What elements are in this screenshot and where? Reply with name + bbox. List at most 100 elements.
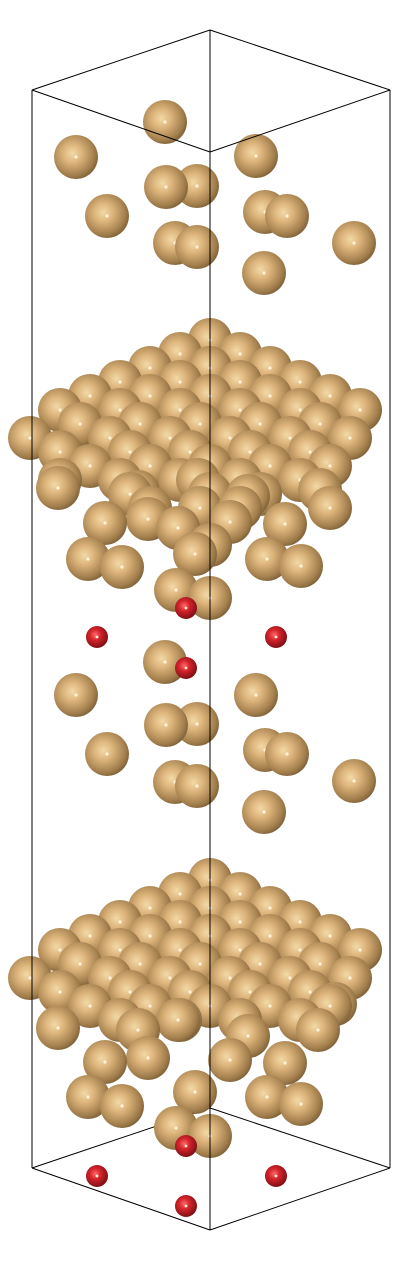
sphere-highlight: [88, 394, 92, 398]
sphere-highlight: [120, 1104, 124, 1108]
sphere-highlight: [248, 450, 252, 454]
sphere-highlight: [184, 666, 188, 670]
sphere-highlight: [138, 422, 142, 426]
sphere-highlight: [299, 564, 303, 568]
sphere-highlight: [238, 920, 242, 924]
sphere-highlight: [163, 120, 167, 124]
sphere-highlight: [193, 1090, 197, 1094]
sphere-highlight: [184, 606, 188, 610]
cell-edge: [31, 29, 211, 91]
sphere-highlight: [74, 155, 78, 159]
sphere-highlight: [274, 635, 278, 639]
cell-edge: [31, 89, 211, 153]
sphere-highlight: [86, 1095, 90, 1099]
sphere-highlight: [148, 934, 152, 938]
sphere-highlight: [352, 779, 356, 783]
sphere-highlight: [195, 184, 199, 188]
sphere-highlight: [268, 394, 272, 398]
sphere-highlight: [148, 394, 152, 398]
sphere-highlight: [328, 464, 332, 468]
cell-edge: [209, 89, 391, 153]
sphere-highlight: [120, 565, 124, 569]
sphere-highlight: [88, 1004, 92, 1008]
sphere-highlight: [28, 976, 32, 980]
sphere-highlight: [58, 948, 62, 952]
unit-cell-front-edges: [31, 29, 391, 1231]
sphere-highlight: [195, 722, 199, 726]
sphere-highlight: [118, 948, 122, 952]
sphere-highlight: [262, 271, 266, 275]
sphere-highlight: [168, 976, 172, 980]
sphere-highlight: [348, 976, 352, 980]
atoms-layer: [8, 100, 382, 1217]
sphere-highlight: [176, 526, 180, 530]
sphere-highlight: [174, 588, 178, 592]
sphere-highlight: [105, 752, 109, 756]
sphere-highlight: [238, 892, 242, 896]
sphere-highlight: [198, 962, 202, 966]
sphere-highlight: [86, 557, 90, 561]
sphere-highlight: [262, 810, 266, 814]
sphere-highlight: [308, 990, 312, 994]
sphere-highlight: [56, 1026, 60, 1030]
sphere-highlight: [148, 366, 152, 370]
sphere-highlight: [254, 693, 258, 697]
sphere-highlight: [328, 394, 332, 398]
sphere-highlight: [238, 948, 242, 952]
sphere-highlight: [348, 436, 352, 440]
cell-edge: [209, 1167, 391, 1231]
sphere-highlight: [328, 506, 332, 510]
sphere-highlight: [164, 185, 168, 189]
sphere-highlight: [268, 464, 272, 468]
sphere-highlight: [78, 962, 82, 966]
sphere-highlight: [103, 1060, 107, 1064]
sphere-highlight: [164, 723, 168, 727]
sphere-highlight: [258, 962, 262, 966]
sphere-highlight: [265, 1095, 269, 1099]
sphere-highlight: [228, 520, 232, 524]
sphere-highlight: [108, 436, 112, 440]
sphere-highlight: [352, 241, 356, 245]
sphere-highlight: [74, 693, 78, 697]
sphere-highlight: [358, 948, 362, 952]
sphere-highlight: [246, 1034, 250, 1038]
cell-edge: [209, 29, 391, 91]
sphere-highlight: [174, 1126, 178, 1130]
sphere-highlight: [88, 934, 92, 938]
sphere-highlight: [328, 934, 332, 938]
sphere-highlight: [318, 962, 322, 966]
sphere-highlight: [95, 1174, 99, 1178]
sphere-highlight: [298, 948, 302, 952]
sphere-highlight: [163, 660, 167, 664]
sphere-highlight: [268, 934, 272, 938]
sphere-highlight: [198, 506, 202, 510]
sphere-highlight: [184, 1144, 188, 1148]
sphere-highlight: [318, 422, 322, 426]
sphere-highlight: [288, 436, 292, 440]
sphere-highlight: [148, 464, 152, 468]
sphere-highlight: [283, 522, 287, 526]
sphere-highlight: [58, 408, 62, 412]
sphere-highlight: [188, 450, 192, 454]
sphere-highlight: [298, 920, 302, 924]
sphere-highlight: [178, 408, 182, 412]
sphere-highlight: [118, 408, 122, 412]
sphere-highlight: [108, 976, 112, 980]
sphere-highlight: [78, 422, 82, 426]
sphere-highlight: [316, 1028, 320, 1032]
sphere-highlight: [285, 214, 289, 218]
sphere-highlight: [168, 436, 172, 440]
sphere-highlight: [298, 408, 302, 412]
sphere-highlight: [128, 450, 132, 454]
sphere-highlight: [178, 352, 182, 356]
sphere-highlight: [308, 450, 312, 454]
sphere-highlight: [248, 990, 252, 994]
sphere-highlight: [88, 464, 92, 468]
sphere-highlight: [238, 408, 242, 412]
sphere-highlight: [299, 1102, 303, 1106]
sphere-highlight: [228, 976, 232, 980]
sphere-highlight: [268, 906, 272, 910]
sphere-highlight: [128, 492, 132, 496]
sphere-highlight: [103, 521, 107, 525]
